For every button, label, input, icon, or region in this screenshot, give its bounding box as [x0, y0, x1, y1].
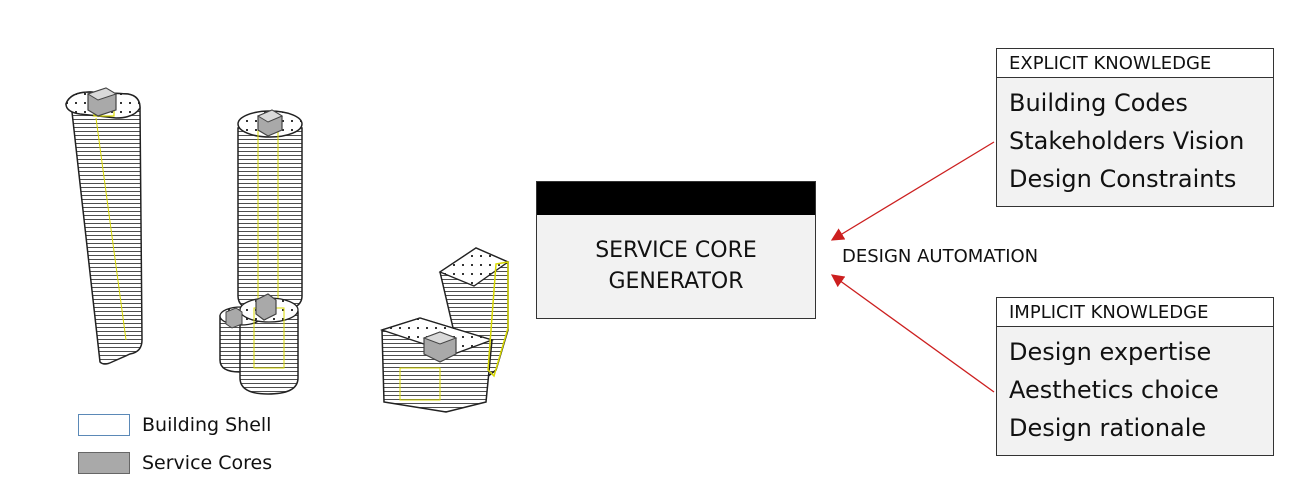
implicit-item: Aesthetics choice [1009, 376, 1219, 404]
implicit-knowledge-list: Design expertise Aesthetics choice Desig… [996, 327, 1274, 456]
tower-tall-rounded [65, 87, 143, 365]
explicit-knowledge-title: EXPLICIT KNOWLEDGE [996, 48, 1274, 78]
service-cores-swatch [78, 452, 130, 474]
implicit-item: Design expertise [1009, 338, 1212, 366]
service-core-generator-box: SERVICE CORE GENERATOR [536, 181, 816, 319]
implicit-knowledge-box: IMPLICIT KNOWLEDGE Design expertise Aest… [996, 297, 1274, 456]
implicit-knowledge-title: IMPLICIT KNOWLEDGE [996, 297, 1274, 327]
design-automation-label: DESIGN AUTOMATION [842, 246, 1039, 267]
explicit-knowledge-list: Building Codes Stakeholders Vision Desig… [996, 78, 1274, 207]
explicit-item: Building Codes [1009, 89, 1188, 117]
building-shell-label: Building Shell [142, 414, 272, 436]
generator-label: SERVICE CORE GENERATOR [537, 235, 815, 297]
generator-line-2: GENERATOR [608, 269, 744, 294]
implicit-item: Design rationale [1009, 414, 1207, 442]
tower-twin-cylinders [219, 293, 299, 395]
legend-service-cores: Service Cores [78, 452, 272, 474]
tower-tall-cylinder [237, 109, 303, 313]
tower-l-shaped [379, 247, 510, 413]
legend-building-shell: Building Shell [78, 414, 271, 436]
explicit-item: Design Constraints [1009, 165, 1237, 193]
generator-line-1: SERVICE CORE [595, 238, 757, 263]
building-shell-swatch [78, 414, 130, 436]
service-cores-label: Service Cores [142, 452, 273, 474]
generator-header-bar [537, 182, 815, 215]
explicit-item: Stakeholders Vision [1009, 127, 1245, 155]
explicit-arrow [830, 141, 995, 241]
implicit-arrow [830, 274, 995, 393]
explicit-knowledge-box: EXPLICIT KNOWLEDGE Building Codes Stakeh… [996, 48, 1274, 207]
